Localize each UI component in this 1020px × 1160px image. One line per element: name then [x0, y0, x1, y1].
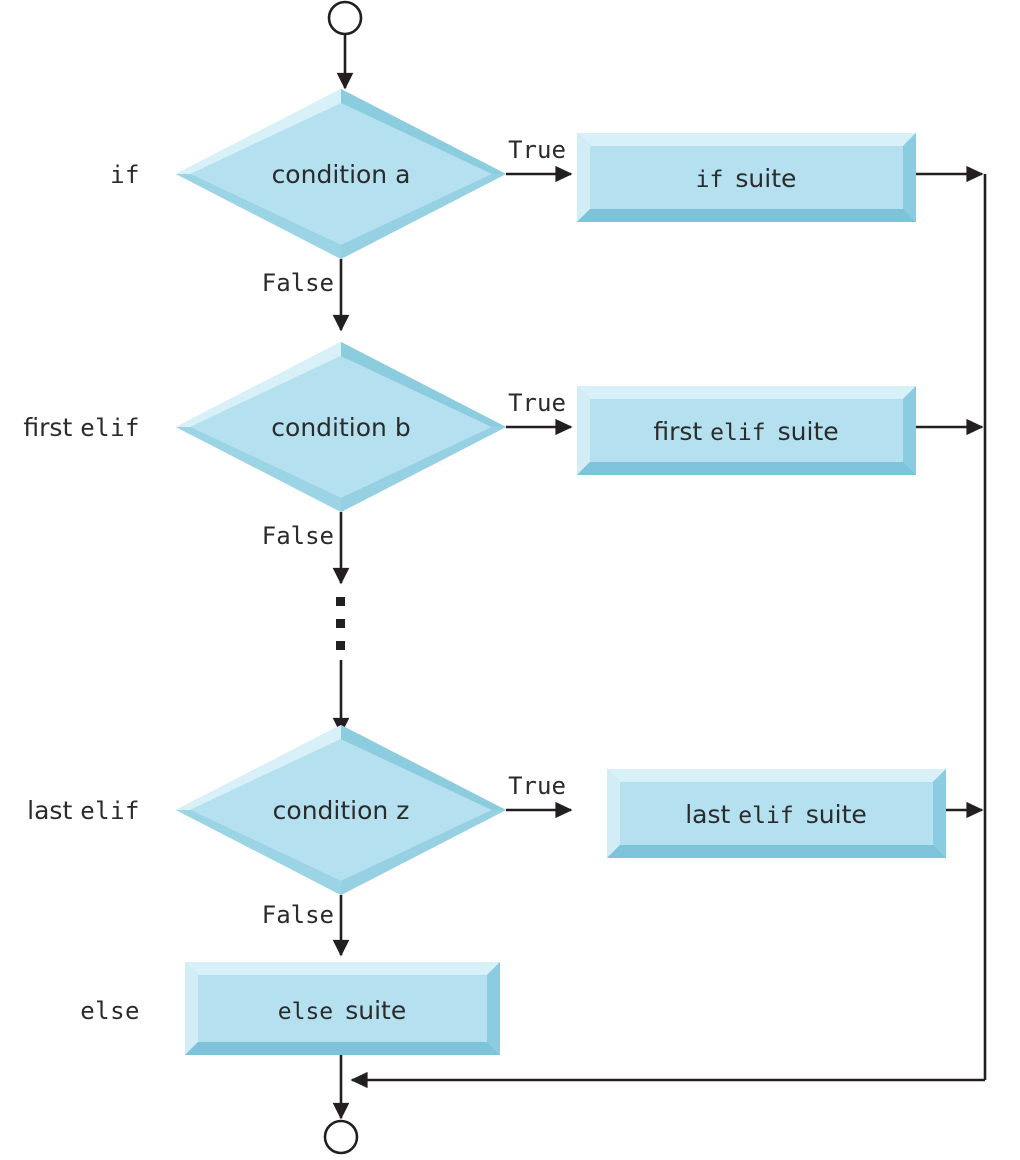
edge-label-false-first-elif: False: [262, 522, 334, 550]
side-label-elif-keyword: elif: [80, 414, 140, 442]
decision-label-condition-z: condition z: [273, 796, 410, 825]
process-label-else-suite: else suite: [278, 996, 406, 1025]
process-label-last-elif-suite: last elif suite: [685, 800, 867, 829]
decision-label-condition-a: condition a: [272, 160, 411, 189]
edge-label-true-first-elif: True: [508, 389, 566, 417]
decision-condition-a[interactable]: condition a: [176, 89, 506, 259]
decision-label-condition-b: condition b: [271, 413, 410, 442]
decision-condition-b[interactable]: condition b: [176, 342, 506, 512]
side-label-first-word: first: [23, 413, 80, 442]
process-label-last-word: last: [685, 800, 738, 829]
edge-label-false-if: False: [262, 269, 334, 297]
process-first-elif-suite[interactable]: first elif suite: [577, 386, 916, 475]
vertical-ellipsis: [336, 597, 345, 650]
end-terminator[interactable]: [323, 1119, 359, 1155]
process-label-if-suffix: suite: [735, 164, 796, 193]
edge-label-true-last-elif: True: [508, 772, 566, 800]
process-label-if-keyword: if: [696, 167, 724, 193]
side-label-if: if: [110, 161, 140, 189]
process-else-suite[interactable]: else suite: [185, 962, 500, 1055]
process-label-else-keyword: else: [278, 999, 333, 1025]
process-label-if-suite: if suite: [696, 164, 797, 193]
process-label-first-word: first: [653, 417, 710, 446]
decision-condition-z[interactable]: condition z: [176, 725, 506, 895]
row-last-elif: condition z last elif True last elif sui…: [27, 725, 984, 957]
side-label-last-word: last: [27, 796, 80, 825]
row-if: condition a if True if suite False: [110, 89, 984, 332]
process-label-last-elif-keyword: elif: [738, 803, 793, 829]
process-label-last-elif-suffix: suite: [806, 800, 867, 829]
process-label-first-elif-suite: first elif suite: [653, 417, 838, 446]
side-label-last-elif-keyword: elif: [80, 797, 140, 825]
side-label-last-elif: last elif: [27, 796, 140, 825]
row-first-elif: condition b first elif True first elif s…: [23, 342, 984, 585]
row-else: else else suite: [80, 962, 500, 1055]
process-last-elif-suite[interactable]: last elif suite: [607, 769, 946, 858]
side-label-first-elif: first elif: [23, 413, 140, 442]
side-label-else: else: [80, 997, 140, 1025]
process-label-first-elif-suffix: suite: [778, 417, 839, 446]
process-if-suite[interactable]: if suite: [577, 133, 916, 222]
edge-label-false-last-elif: False: [262, 901, 334, 929]
process-label-elif-keyword: elif: [710, 420, 765, 446]
start-terminator[interactable]: [327, 0, 363, 36]
process-label-else-suffix: suite: [345, 996, 406, 1025]
edge-label-true-if: True: [508, 136, 566, 164]
